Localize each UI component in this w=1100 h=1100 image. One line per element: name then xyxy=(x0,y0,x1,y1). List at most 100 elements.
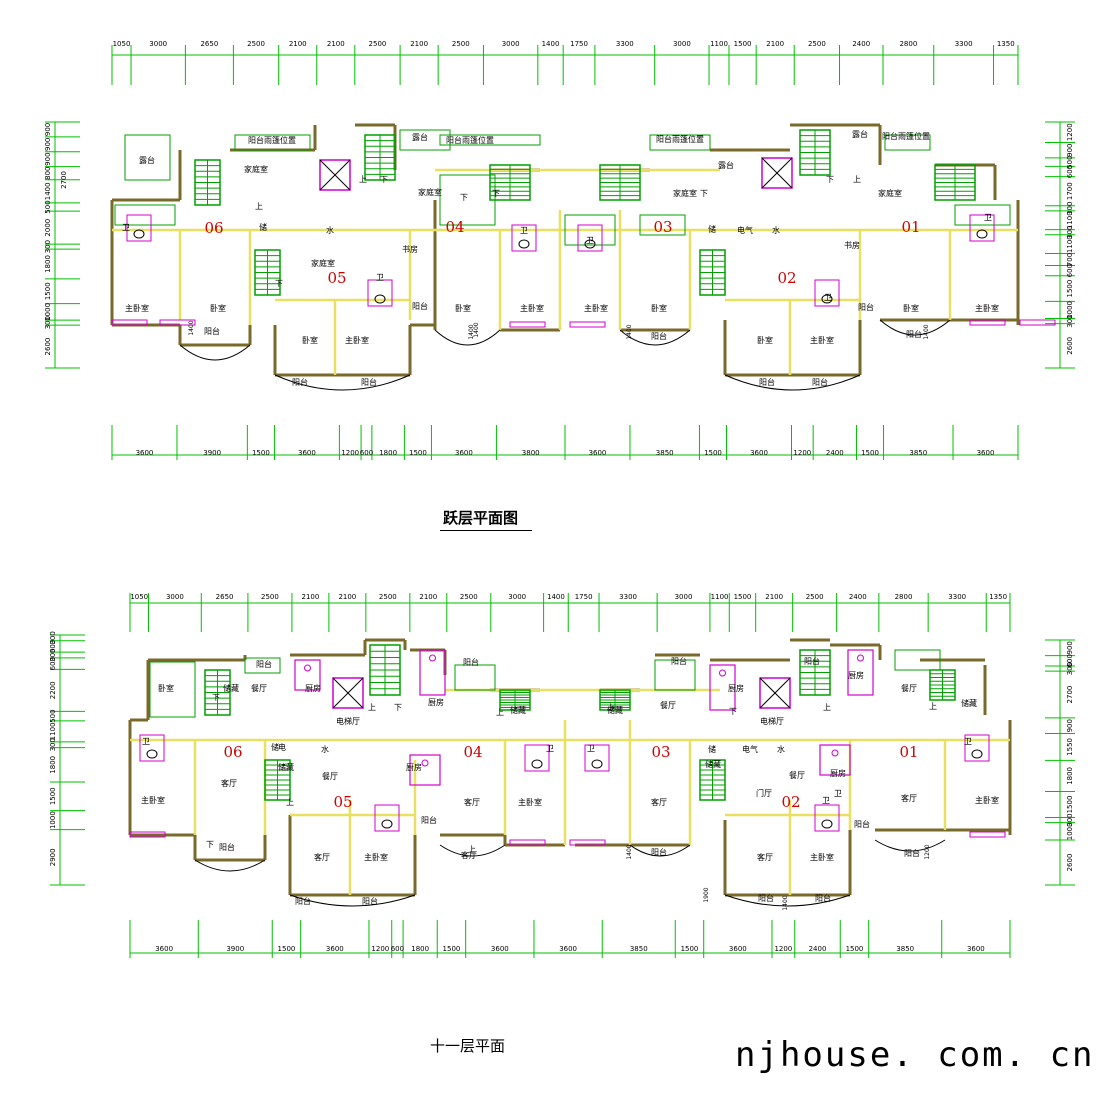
balcony-arc xyxy=(879,319,951,336)
dim-bottom-top-label: 3000 xyxy=(675,593,693,601)
dim-top-bottom-label: 3850 xyxy=(909,449,927,457)
unit-number: 02 xyxy=(777,269,796,287)
fixtures xyxy=(111,129,1056,846)
room-label: 阳台 xyxy=(256,659,272,669)
kitchen-counter xyxy=(419,649,446,696)
dim-bottom-bottom-label: 2400 xyxy=(809,945,827,953)
window-sill xyxy=(111,319,148,326)
stove xyxy=(429,654,436,662)
room-label: 下 xyxy=(206,840,214,849)
toilet xyxy=(976,229,988,239)
dim-bottom-bottom-label: 3600 xyxy=(967,945,985,953)
dim-bottom-bottom-label: 3600 xyxy=(491,945,509,953)
dim-left-bottom-label: 600 xyxy=(49,640,57,653)
dim-bottom-bottom-label: 1500 xyxy=(278,945,296,953)
unit-number: 05 xyxy=(333,793,352,811)
dim-bottom-bottom-label: 3600 xyxy=(729,945,747,953)
room-outline xyxy=(114,204,176,226)
room-label: 餐厅 xyxy=(322,772,338,781)
room-label: 1400 xyxy=(923,324,930,339)
walls xyxy=(110,123,1020,907)
dim-bottom-top-label: 1750 xyxy=(575,593,593,601)
room-label: 主卧室 xyxy=(125,303,149,313)
dim-bottom-bottom-label: 1200 xyxy=(371,945,389,953)
dimension-lines xyxy=(45,45,1075,958)
dim-bottom-bottom-label: 1500 xyxy=(443,945,461,953)
room-label: 阳台 xyxy=(854,819,870,829)
balcony-arc xyxy=(874,839,946,852)
dim-left-bottom-label: 1800 xyxy=(49,756,57,774)
room-label: 下 xyxy=(729,707,737,716)
room-label: 储 xyxy=(708,224,716,234)
balcony-arc xyxy=(179,344,251,361)
plan-title-underline xyxy=(440,530,532,531)
room-label: 门厅 xyxy=(756,788,772,798)
elevator-cross xyxy=(332,677,364,709)
room-label: 卫 xyxy=(834,789,842,798)
dim-left-bottom-label: 1100 xyxy=(49,722,57,740)
room-label: 1400 xyxy=(188,320,195,335)
room-label: 卧室 xyxy=(903,303,919,313)
room-label: 1400 xyxy=(473,322,480,337)
bathroom-fixture xyxy=(814,279,840,307)
dim-right-top-label: 300 xyxy=(1066,314,1074,327)
toilet xyxy=(146,749,158,759)
room-label: 客厅 xyxy=(757,852,773,862)
room-outline xyxy=(439,134,541,146)
room-label: 下 xyxy=(275,279,283,288)
dim-top-top-label: 2650 xyxy=(200,40,218,48)
room-label: 客厅 xyxy=(651,797,667,807)
room-label: 阳台 xyxy=(904,848,920,858)
dim-top-bottom-label: 1800 xyxy=(379,449,397,457)
room-outline xyxy=(639,214,686,236)
room-label: 卫 xyxy=(587,744,595,753)
window-sill xyxy=(509,839,546,846)
room-label: 电气 xyxy=(737,225,753,235)
dim-right-bottom-label: 300 xyxy=(1066,813,1074,826)
toilet xyxy=(531,759,543,769)
dim-right-top-label: 600 xyxy=(1066,264,1074,277)
dim-right-bottom-label: 1800 xyxy=(1066,767,1074,785)
dim-left-bottom-label: 300 xyxy=(49,631,57,644)
dim-bottom-top-label: 3000 xyxy=(166,593,184,601)
bathroom-fixture xyxy=(367,279,393,307)
dim-top-top-label: 2100 xyxy=(410,40,428,48)
unit-number: 04 xyxy=(445,218,464,236)
window-sill xyxy=(569,839,606,846)
dim-top-top-label: 2500 xyxy=(369,40,387,48)
room-label: 电梯厅 xyxy=(336,716,360,726)
room-label: 电 xyxy=(278,742,286,752)
room-label: 客厅 xyxy=(901,793,917,803)
room-label: 上 xyxy=(823,703,831,712)
dim-top-bottom-label: 1500 xyxy=(252,449,270,457)
bathroom-fixture xyxy=(374,804,400,832)
dim-bottom-top-label: 1100 xyxy=(711,593,729,601)
room-label: 储 xyxy=(259,222,267,232)
toilet xyxy=(584,239,596,249)
room-label: 阳台 xyxy=(759,377,775,387)
dim-bottom-top-label: 2500 xyxy=(806,593,824,601)
balcony-arc xyxy=(724,374,861,391)
room-label: 阳台雨篷位置 xyxy=(446,135,494,145)
dim-left-top-label: 1400 xyxy=(44,182,52,200)
dim-bottom-top-label: 2500 xyxy=(460,593,478,601)
elevator xyxy=(759,677,791,709)
kitchen-counter xyxy=(294,659,321,691)
room-label: 阳台 xyxy=(812,377,828,387)
room-label: 上 xyxy=(929,702,937,711)
dim-right-top-label: 300 xyxy=(1066,226,1074,239)
room-label: 家庭室 xyxy=(244,164,268,174)
kitchen-counter xyxy=(709,664,736,711)
dim-left-top-label: 300 xyxy=(44,240,52,253)
room-label: 上 xyxy=(359,175,367,184)
room-label: 卫 xyxy=(520,226,528,235)
room-label: 阳台 xyxy=(671,656,687,666)
dim-top-bottom-label: 1200 xyxy=(341,449,359,457)
room-label: 阳台 xyxy=(292,377,308,387)
room-label: 卫 xyxy=(822,796,830,805)
dim-bottom-bottom-label: 600 xyxy=(391,945,404,953)
room-label: 阳台 xyxy=(362,896,378,906)
room-outline xyxy=(234,134,311,151)
room-label: 主卧室 xyxy=(810,852,834,862)
